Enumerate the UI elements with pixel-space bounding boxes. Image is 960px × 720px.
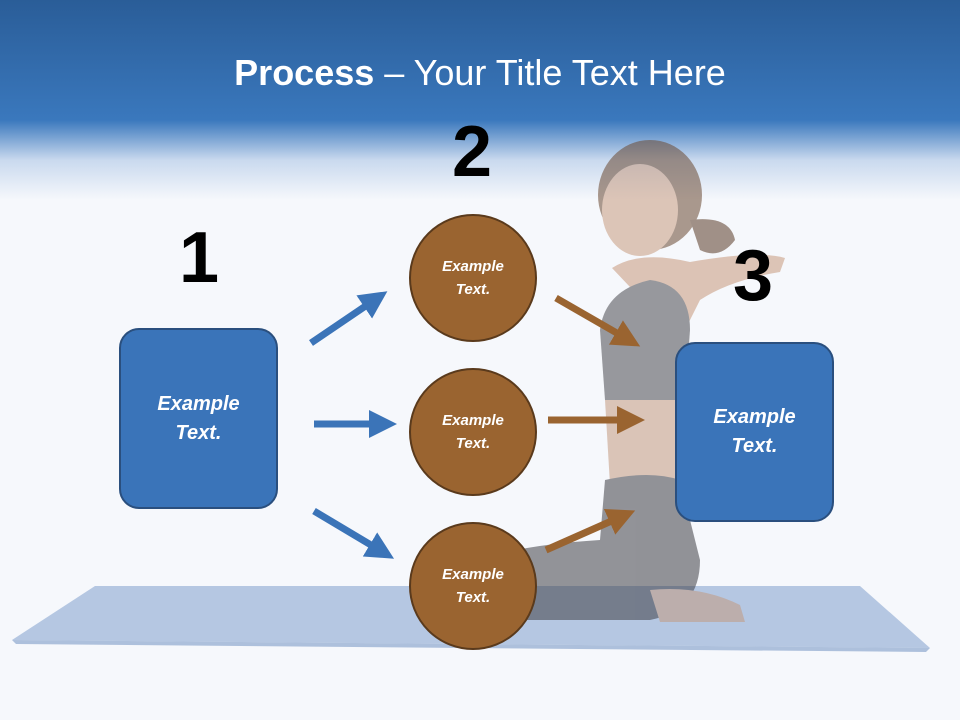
title-rest: – Your Title Text Here [374, 52, 726, 93]
step-number-3: 3 [732, 236, 774, 316]
circle-middle-text: Example Text. [442, 411, 504, 452]
step-number-1: 1 [178, 218, 220, 298]
step-2-circle-top: Example Text. [409, 214, 537, 342]
step-1-box: Example Text. [119, 328, 278, 509]
step-3-box: Example Text. [675, 342, 834, 522]
header-band [0, 0, 960, 200]
slide-title: Process – Your Title Text Here [0, 52, 960, 94]
arrow-from-bottom-circle [544, 509, 636, 554]
step-2-circle-bottom: Example Text. [409, 522, 537, 650]
arrow-to-bottom-circle [312, 507, 395, 559]
title-bold: Process [234, 52, 375, 93]
arrow-to-top-circle [309, 291, 388, 346]
step-2-circle-middle: Example Text. [409, 368, 537, 496]
step-number-2: 2 [451, 112, 493, 192]
step-3-box-text: Example Text. [713, 406, 796, 457]
circle-bottom-text: Example Text. [442, 565, 504, 606]
circle-top-text: Example Text. [442, 257, 504, 298]
step-1-box-text: Example Text. [157, 392, 240, 444]
arrow-from-top-circle [554, 294, 641, 347]
